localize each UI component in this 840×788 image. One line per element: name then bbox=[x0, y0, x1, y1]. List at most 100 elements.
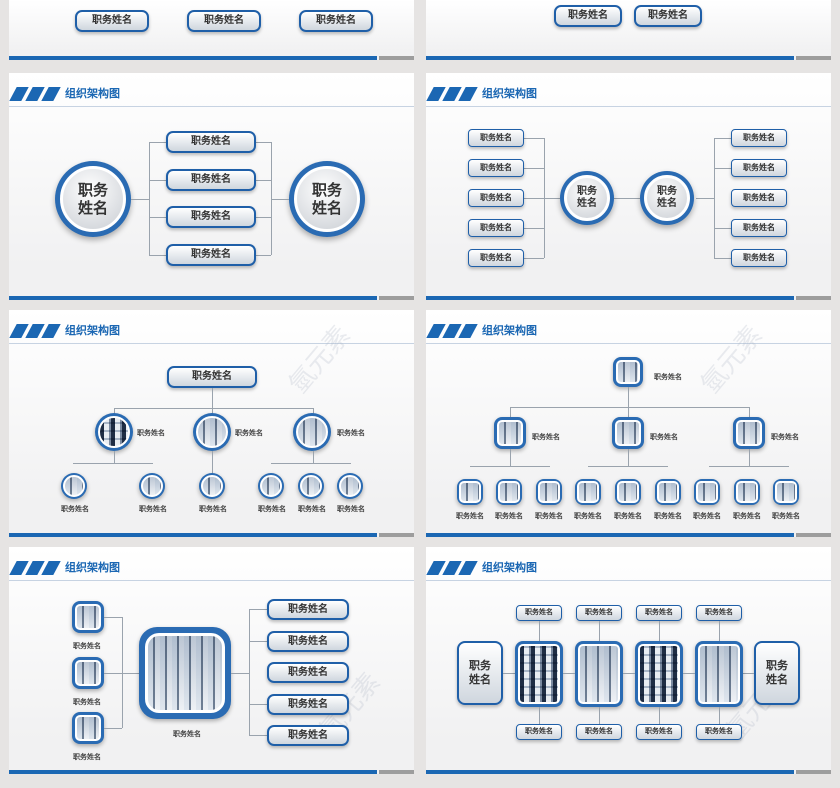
photo-node bbox=[575, 479, 601, 505]
node-label: 职务姓名 bbox=[614, 512, 642, 520]
photo-node bbox=[199, 473, 225, 499]
photo-node bbox=[635, 641, 683, 707]
footer-bar bbox=[379, 56, 414, 60]
photo-node-large bbox=[139, 627, 231, 719]
node-label: 职务姓名 bbox=[693, 512, 721, 520]
node-box-tall: 职务姓名 bbox=[754, 641, 800, 705]
node-label: 职务姓名 bbox=[337, 429, 365, 437]
footer-bar bbox=[9, 533, 377, 537]
slide-r3-left: 组织架构图 氫元素 职务姓名 职务姓名 职务姓名 职务姓名 职务姓名 职务姓名 … bbox=[9, 547, 414, 774]
node-box: 职务姓名 bbox=[731, 159, 787, 177]
node-circle: 职务姓名 bbox=[640, 171, 694, 225]
node-box: 职务姓名 bbox=[731, 129, 787, 147]
node-label: 职务姓名 bbox=[73, 642, 101, 650]
footer-bar bbox=[379, 533, 414, 537]
node-label: 职务姓名 bbox=[139, 505, 167, 513]
photo-node bbox=[612, 417, 644, 449]
node-label: 职务姓名 bbox=[456, 512, 484, 520]
node-box-tall: 职务姓名 bbox=[457, 641, 503, 705]
node-label: 职务姓名 bbox=[137, 429, 165, 437]
photo-node bbox=[655, 479, 681, 505]
header-title: 组织架构图 bbox=[65, 87, 120, 100]
header-title: 组织架构图 bbox=[482, 87, 537, 100]
photo-node bbox=[494, 417, 526, 449]
footer-bar bbox=[9, 56, 377, 60]
photo-node bbox=[139, 473, 165, 499]
slide-r3-right: 组织架构图 氫元素 职务姓名 职务姓名 职务姓名 职务姓名 职务姓名 职务姓名 … bbox=[426, 547, 831, 774]
node-label: 职务姓名 bbox=[654, 512, 682, 520]
node-label: 职务姓名 bbox=[574, 512, 602, 520]
node-label: 职务姓名 bbox=[535, 512, 563, 520]
photo-node bbox=[734, 479, 760, 505]
photo-node bbox=[293, 413, 331, 451]
node-box: 职务姓名 bbox=[636, 605, 682, 621]
photo-node bbox=[773, 479, 799, 505]
photo-node bbox=[258, 473, 284, 499]
node-box: 职务姓名 bbox=[576, 724, 622, 740]
node-box: 职务姓名 bbox=[576, 605, 622, 621]
node-circle: 职务姓名 bbox=[560, 171, 614, 225]
footer-bar bbox=[426, 770, 794, 774]
node-circle: 职务姓名 bbox=[289, 161, 365, 237]
photo-node bbox=[337, 473, 363, 499]
node-label: 职务姓名 bbox=[61, 505, 89, 513]
photo-node bbox=[613, 357, 643, 387]
node-box: 职务姓名 bbox=[636, 724, 682, 740]
slide-top-right: 职务姓名 职务姓名 bbox=[426, 0, 831, 60]
slide-r1-right: 组织架构图 职务姓名 职务姓名 职务姓名 职务姓名 职务姓名 职务姓名 职务姓名… bbox=[426, 73, 831, 300]
node-box: 职务姓名 bbox=[731, 249, 787, 267]
photo-node bbox=[95, 413, 133, 451]
photo-node bbox=[72, 601, 104, 633]
footer-bar bbox=[426, 56, 794, 60]
photo-node bbox=[457, 479, 483, 505]
footer-bar bbox=[426, 296, 794, 300]
node-label: 职务姓名 bbox=[199, 505, 227, 513]
node-box: 职务姓名 bbox=[267, 725, 349, 746]
node-label: 职务姓名 bbox=[733, 512, 761, 520]
node-box: 职务姓名 bbox=[167, 366, 257, 388]
footer-bar bbox=[426, 533, 794, 537]
node-box: 职务姓名 bbox=[166, 206, 256, 228]
node-label: 职务姓名 bbox=[772, 512, 800, 520]
node-label: 职务姓名 bbox=[650, 433, 678, 441]
node-box: 职务姓名 bbox=[468, 249, 524, 267]
node-label: 职务姓名 bbox=[235, 429, 263, 437]
photo-node bbox=[61, 473, 87, 499]
node-label: 职务姓名 bbox=[337, 505, 365, 513]
header-title: 组织架构图 bbox=[65, 324, 120, 337]
footer-bar bbox=[796, 56, 831, 60]
footer-bar bbox=[796, 296, 831, 300]
node-label: 职务姓名 bbox=[258, 505, 286, 513]
node-label: 职务姓名 bbox=[654, 373, 682, 381]
photo-node bbox=[615, 479, 641, 505]
slide-top-left: 职务姓名 职务姓名 职务姓名 bbox=[9, 0, 414, 60]
node-box: 职务姓名 bbox=[696, 724, 742, 740]
header-title: 组织架构图 bbox=[65, 561, 120, 574]
node-label: 职务姓名 bbox=[73, 698, 101, 706]
header-title: 组织架构图 bbox=[482, 324, 537, 337]
node-box: 职务姓名 bbox=[166, 169, 256, 191]
photo-node bbox=[733, 417, 765, 449]
node-box: 职务姓名 bbox=[731, 219, 787, 237]
header-title: 组织架构图 bbox=[482, 561, 537, 574]
node-box: 职务姓名 bbox=[187, 10, 261, 32]
photo-node bbox=[694, 479, 720, 505]
photo-node bbox=[536, 479, 562, 505]
footer-bar bbox=[796, 533, 831, 537]
node-box: 职务姓名 bbox=[166, 244, 256, 266]
footer-bar bbox=[379, 770, 414, 774]
photo-node bbox=[298, 473, 324, 499]
watermark: 氫元素 bbox=[695, 320, 769, 400]
watermark: 氫元素 bbox=[283, 320, 357, 400]
photo-node bbox=[695, 641, 743, 707]
photo-node bbox=[496, 479, 522, 505]
footer-bar bbox=[9, 296, 377, 300]
node-box: 职务姓名 bbox=[516, 605, 562, 621]
photo-node bbox=[72, 712, 104, 744]
photo-node bbox=[193, 413, 231, 451]
node-box: 职务姓名 bbox=[696, 605, 742, 621]
node-box: 职务姓名 bbox=[267, 694, 349, 715]
photo-node bbox=[515, 641, 563, 707]
node-box: 职务姓名 bbox=[634, 5, 702, 27]
node-label: 职务姓名 bbox=[73, 753, 101, 761]
